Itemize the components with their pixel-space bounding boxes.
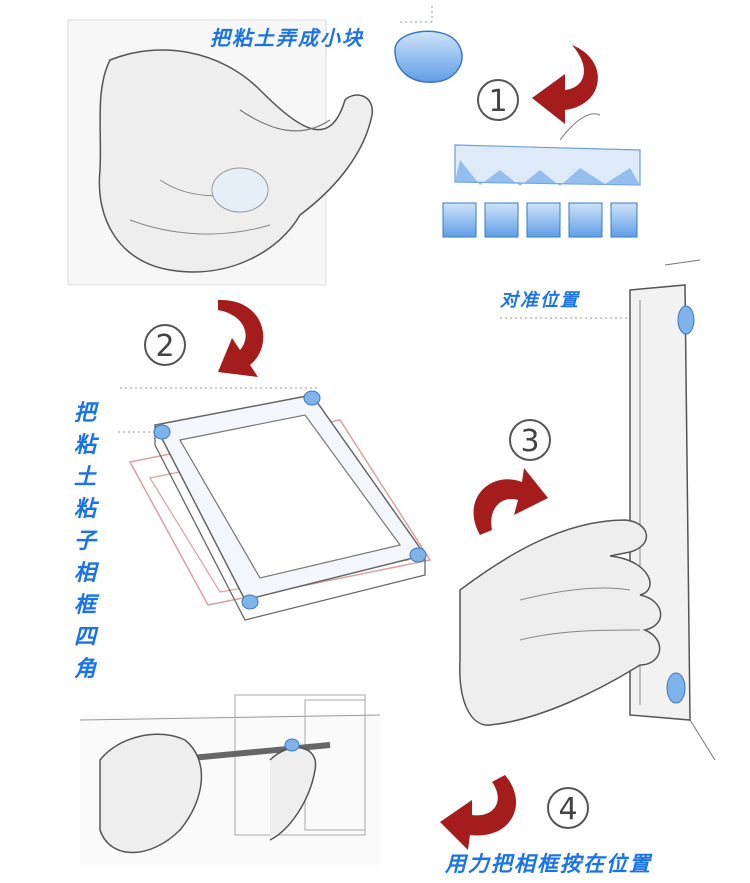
step1-label: 把粘土弄成小块 [210,26,364,50]
step1-arrow-icon [532,45,598,124]
step3-number: 3 [509,419,551,461]
step1-hand-illustration [67,19,373,286]
putty-strip-and-cubes [442,113,641,238]
step3-hand-illustration [459,519,662,726]
picture-frame-diagram [128,390,432,621]
step2-number: 2 [144,324,186,366]
step1-number: 1 [477,79,519,121]
svg-text:2: 2 [155,329,174,364]
step4-label: 用力把相框按在位置 [445,852,652,876]
step4-arrow-icon [440,775,517,850]
step3-arrow-icon [473,468,548,535]
putty-blob [394,6,463,83]
step3-wall-frame [629,259,716,761]
step4-hand-illustration [79,694,381,865]
step2-label: 把粘土粘子相框四角 [73,401,96,682]
step3-label: 对准位置 [500,290,580,311]
svg-text:1: 1 [488,84,507,119]
step4-number: 4 [547,787,589,829]
svg-text:4: 4 [558,792,577,827]
svg-text:3: 3 [520,424,539,459]
step2-arrow-icon [218,299,264,377]
